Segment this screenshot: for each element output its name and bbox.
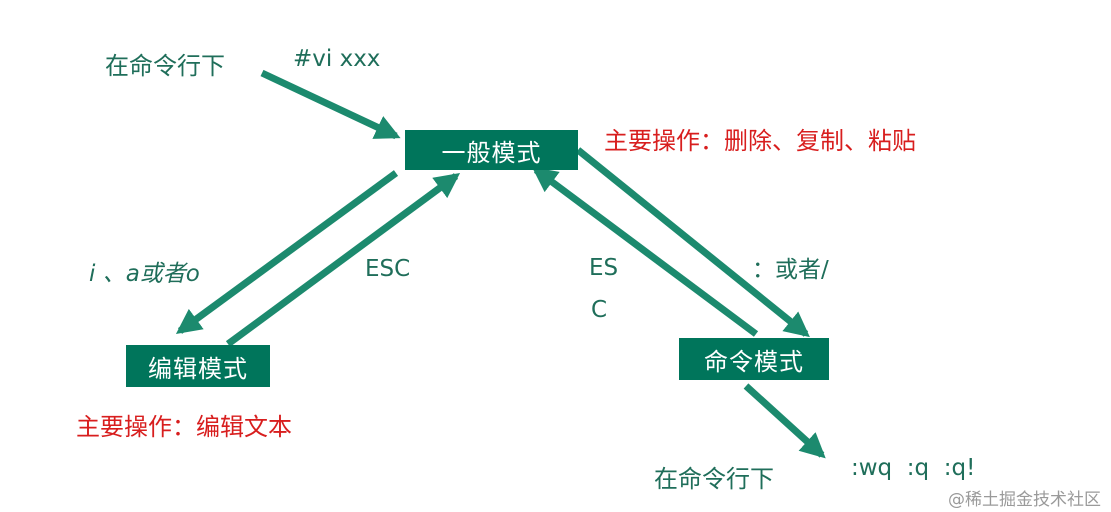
arrow-general-to-edit <box>175 170 399 334</box>
label-vi-command: #vi xxx <box>293 46 381 72</box>
label-general-ops: 主要操作：删除、复制、粘贴 <box>604 127 916 155</box>
arrow-general-to-command <box>575 147 810 338</box>
label-edit-ops: 主要操作：编辑文本 <box>76 413 292 441</box>
node-command-mode: 命令模式 <box>679 338 829 380</box>
label-esc-right-line1: ES <box>589 255 619 281</box>
arrow-command-to-quit <box>743 383 826 459</box>
arrow-start-to-general <box>260 69 401 140</box>
label-quit-commands: :wq :q :q! <box>851 455 976 481</box>
node-edit-mode: 编辑模式 <box>126 345 270 387</box>
arrow-edit-to-general <box>225 173 461 347</box>
label-cmdline-top: 在命令行下 <box>105 52 225 80</box>
label-cmdline-bottom: 在命令行下 <box>654 465 774 493</box>
label-to-command-keys: ：或者/ <box>752 257 829 283</box>
arrow-command-to-general <box>531 166 759 337</box>
label-esc-left: ESC <box>365 256 411 282</box>
label-to-edit-keys: i 、a或者o <box>89 261 200 287</box>
node-general-mode: 一般模式 <box>405 130 578 170</box>
label-esc-right-line2: C <box>591 297 608 323</box>
watermark: @稀土掘金技术社区 <box>948 490 1101 510</box>
